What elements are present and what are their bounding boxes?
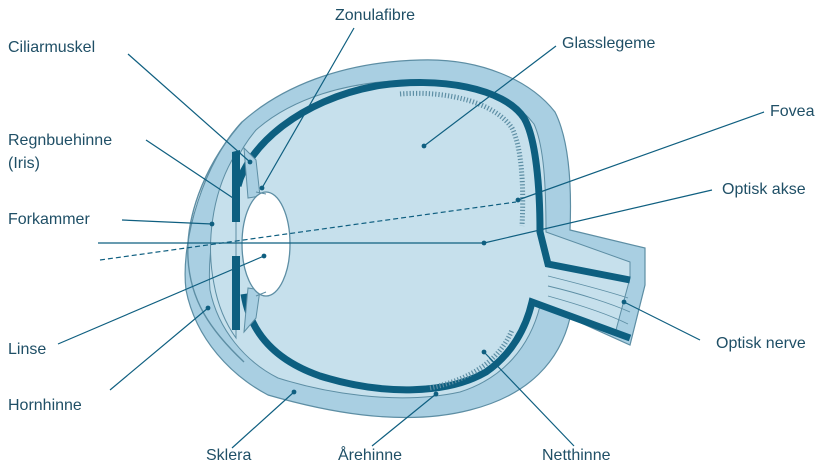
label-optisk-akse: Optisk akse (722, 180, 806, 199)
dot-fovea (516, 198, 521, 203)
label-fovea: Fovea (770, 102, 814, 121)
label-regnbuehinne: Regnbuehinne (8, 131, 112, 150)
dot-zonulafibre (260, 186, 265, 191)
dot-netthinne (482, 350, 487, 355)
dot-sklera (292, 390, 297, 395)
dot-arehinne (434, 392, 439, 397)
leader-ciliarmuskel (128, 54, 250, 162)
label-forkammer: Forkammer (8, 210, 90, 229)
dot-optisk-nerve (622, 300, 627, 305)
label-linse: Linse (8, 340, 46, 359)
label-optisk-nerve: Optisk nerve (716, 334, 806, 353)
iris-upper (232, 150, 240, 222)
dot-ciliarmuskel (248, 160, 253, 165)
label-hornhinne: Hornhinne (8, 396, 82, 415)
dot-glasslegeme (422, 144, 427, 149)
dot-linse (262, 254, 267, 259)
dot-forkammer (210, 222, 215, 227)
dot-optisk-akse (482, 241, 487, 246)
label-glasslegeme: Glasslegeme (562, 34, 655, 53)
label-sklera: Sklera (206, 446, 251, 465)
label-iris: (Iris) (8, 154, 40, 173)
leader-sklera (232, 392, 294, 448)
dot-regnbuehinne (234, 198, 239, 203)
lens (242, 192, 290, 296)
label-netthinne: Netthinne (542, 446, 611, 465)
leader-hornhinne (110, 308, 208, 390)
label-ciliarmuskel: Ciliarmuskel (8, 38, 95, 57)
label-zonulafibre: Zonulafibre (335, 6, 415, 25)
label-arehinne: Årehinne (338, 446, 402, 465)
dot-hornhinne (206, 306, 211, 311)
